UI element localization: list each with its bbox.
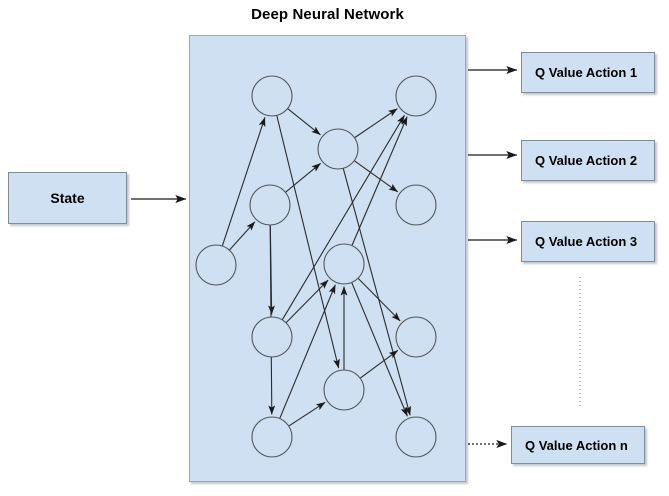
q-value-action-1-label: Q Value Action 1 bbox=[535, 65, 638, 80]
state-label: State bbox=[50, 190, 85, 206]
q-value-action-1-box: Q Value Action 1 bbox=[521, 52, 655, 93]
q-value-action-3-box: Q Value Action 3 bbox=[521, 221, 655, 262]
deep-neural-network-panel bbox=[189, 35, 466, 482]
q-value-action-2-box: Q Value Action 2 bbox=[521, 140, 655, 181]
q-value-action-2-label: Q Value Action 2 bbox=[535, 153, 638, 168]
q-value-action-n-box: Q Value Action n bbox=[511, 426, 645, 464]
q-value-action-n-label: Q Value Action n bbox=[525, 437, 628, 453]
q-value-action-3-label: Q Value Action 3 bbox=[535, 234, 638, 249]
state-box: State bbox=[8, 172, 127, 224]
page-title: Deep Neural Network bbox=[251, 6, 404, 23]
